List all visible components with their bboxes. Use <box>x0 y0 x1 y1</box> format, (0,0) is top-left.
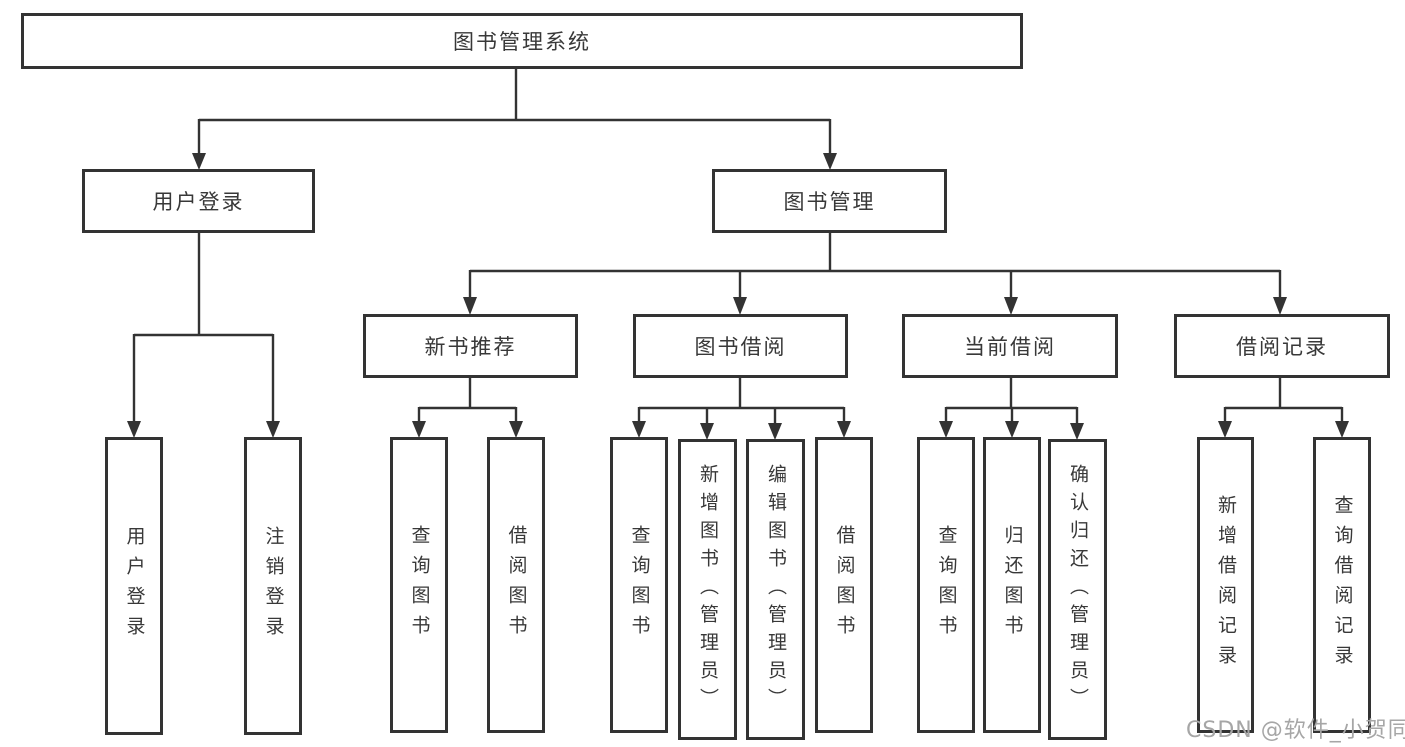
leaf-return-books: 归还图书 <box>983 437 1041 733</box>
leaf-query-books-borrow: 查询图书 <box>610 437 668 733</box>
node-user-login: 用户登录 <box>82 169 315 233</box>
node-borrow-records: 借阅记录 <box>1174 314 1390 378</box>
leaf-add-borrow-record: 新增借阅记录 <box>1197 437 1254 733</box>
leaf-query-borrow-record: 查询借阅记录 <box>1313 437 1371 733</box>
leaf-edit-books-admin: 编辑图书（管理员） <box>746 439 805 740</box>
leaf-logout: 注销登录 <box>244 437 302 735</box>
leaf-user-login: 用户登录 <box>105 437 163 735</box>
leaf-query-books-current: 查询图书 <box>917 437 975 733</box>
csdn-watermark: CSDN @软件_小贺同学 <box>1186 718 1405 743</box>
node-current-borrow: 当前借阅 <box>902 314 1118 378</box>
node-new-book-recommend: 新书推荐 <box>363 314 578 378</box>
node-root-system: 图书管理系统 <box>21 13 1023 69</box>
node-book-borrow: 图书借阅 <box>633 314 848 378</box>
leaf-add-books-admin: 新增图书（管理员） <box>678 439 737 740</box>
leaf-borrow-books-recommend: 借阅图书 <box>487 437 545 733</box>
leaf-query-books-recommend: 查询图书 <box>390 437 448 733</box>
leaf-confirm-return-admin: 确认归还（管理员） <box>1048 439 1107 740</box>
leaf-borrow-books: 借阅图书 <box>815 437 873 733</box>
node-book-management: 图书管理 <box>712 169 947 233</box>
